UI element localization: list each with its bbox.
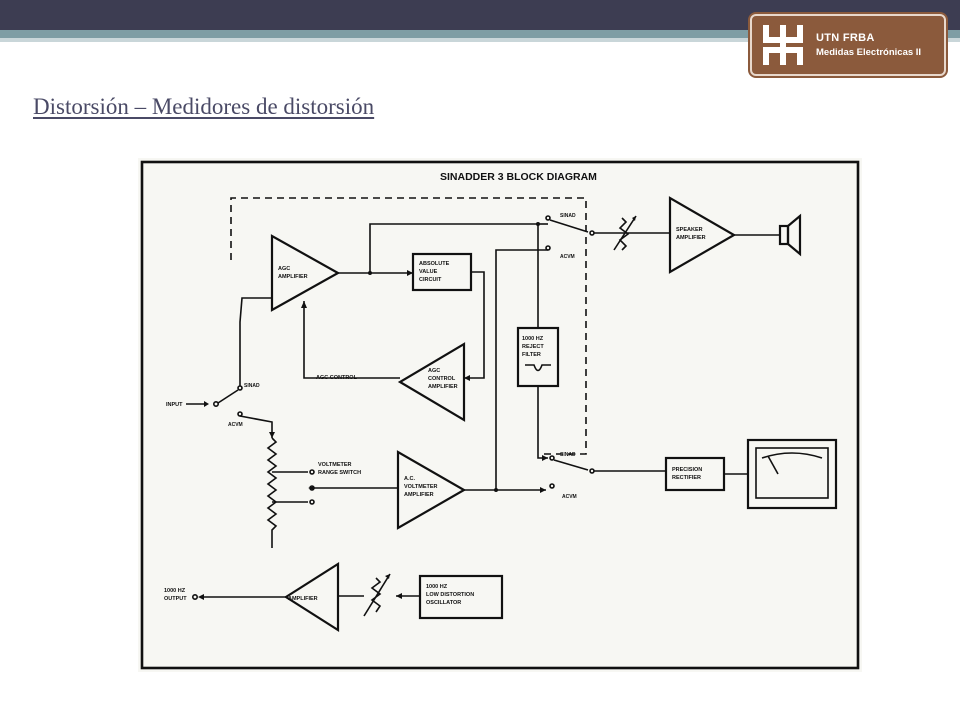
sinad-label-input: SINAD xyxy=(244,383,260,389)
input-label: INPUT xyxy=(166,402,183,408)
voltmeter-range-label: VOLTMETER RANGE SWITCH xyxy=(318,462,361,476)
acvm-label-input: ACVM xyxy=(228,422,243,428)
output-amplifier-block xyxy=(283,561,340,633)
block-diagram: SINADDER 3 BLOCK DIAGRAM AGC AMPLIFIER A… xyxy=(138,158,862,672)
utn-logo-badge: UTN FRBA Medidas Electrónicas II xyxy=(750,14,946,76)
agc-amplifier-label: AGC AMPLIFIER xyxy=(278,266,308,280)
notch-symbol xyxy=(525,364,551,372)
oscillator-label: 1000 HZ LOW DISTORTION OSCILLATOR xyxy=(426,584,476,606)
dashed-enclosure xyxy=(230,197,587,455)
acvm-label-speaker: ACVM xyxy=(560,254,575,260)
speaker-amplifier-label: SPEAKER AMPLIFIER xyxy=(676,227,706,241)
speaker-icon xyxy=(778,213,802,257)
reject-filter-label: 1000 HZ REJECT FILTER xyxy=(522,336,545,358)
agc-control-amplifier-block xyxy=(397,342,466,422)
oscillator-block xyxy=(418,574,504,620)
logo-title: UTN FRBA xyxy=(816,32,875,44)
output-label: 1000 HZ OUTPUT xyxy=(164,588,187,602)
acvm-label-meter: ACVM xyxy=(562,494,577,500)
precision-rectifier-block xyxy=(664,456,726,492)
ac-voltmeter-amplifier-block xyxy=(396,450,467,530)
logo-subtitle: Medidas Electrónicas II xyxy=(816,47,922,58)
agc-amplifier-block xyxy=(270,234,341,312)
ac-voltmeter-amplifier-label: A.C. VOLTMETER AMPLIFIER xyxy=(404,476,439,498)
output-amplifier-label: AMPLIFIER xyxy=(288,596,318,602)
analog-meter-icon xyxy=(746,438,838,510)
sinad-label-speaker: SINAD xyxy=(560,213,576,219)
wires xyxy=(186,215,780,617)
agc-control-amplifier-label: AGC CONTROL AMPLIFIER xyxy=(428,368,458,390)
accent-stripe-light xyxy=(0,38,960,42)
sinad-label-meter: SINAD xyxy=(560,452,576,458)
absolute-value-label: ABSOLUTE VALUE CIRCUIT xyxy=(419,261,451,283)
speaker-amplifier-block xyxy=(668,196,737,274)
diagram-frame xyxy=(140,160,860,670)
utn-logo-icon xyxy=(763,25,803,65)
slide-title: Distorsión – Medidores de distorsión xyxy=(33,94,375,119)
precision-rectifier-label: PRECISION RECTIFIER xyxy=(672,467,704,481)
block-diagram-svg: SINADDER 3 BLOCK DIAGRAM AGC AMPLIFIER A… xyxy=(140,160,860,670)
accent-stripe xyxy=(0,30,960,38)
diagram-title: SINADDER 3 BLOCK DIAGRAM xyxy=(440,171,597,183)
